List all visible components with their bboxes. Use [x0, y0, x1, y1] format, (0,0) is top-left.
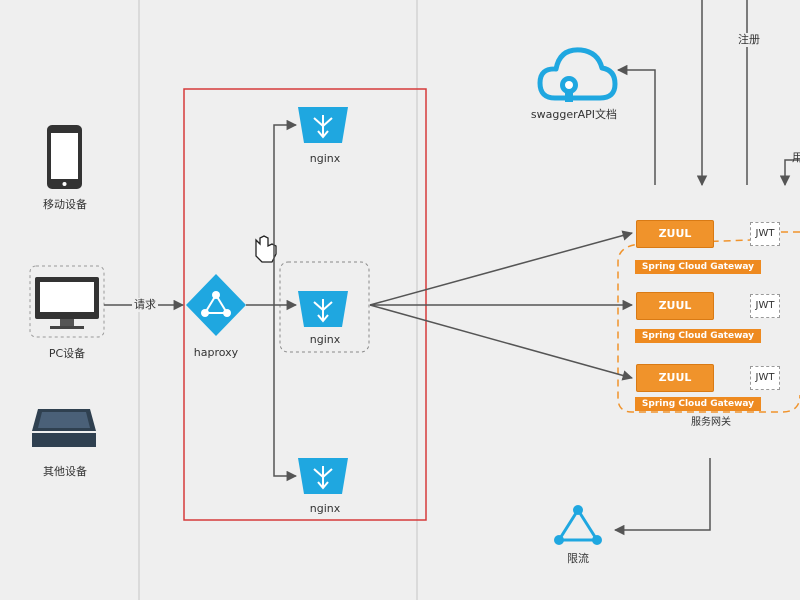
- zuul-node-3: ZUUL: [636, 364, 714, 392]
- gateway-group-label: 服务网关: [691, 417, 731, 428]
- nginx-router-icon: [298, 458, 348, 494]
- scanner-icon: [32, 409, 96, 447]
- edge-rate-limit: [613, 458, 711, 536]
- edge-right: [779, 159, 800, 187]
- edge-swagger: [616, 64, 656, 185]
- hand-cursor-icon: [255, 235, 277, 263]
- mobile-device-label: 移动设备: [43, 198, 87, 211]
- jwt-node-1: JWT: [750, 222, 780, 246]
- swagger-label: swaggerAPI文档: [530, 108, 618, 121]
- jwt-node-2: JWT: [750, 294, 780, 318]
- cloud-icon: [537, 47, 618, 102]
- zuul-node-2: ZUUL: [636, 292, 714, 320]
- nginx-label-bottom: nginx: [309, 502, 341, 515]
- nginx-label-top: nginx: [309, 152, 341, 165]
- truncated-edge-label: 用: [792, 151, 800, 164]
- nginx-router-icon: [298, 107, 348, 143]
- edge-haproxy-nginx-top: [273, 119, 298, 305]
- spring-cloud-gateway-3: Spring Cloud Gateway: [635, 397, 761, 411]
- nginx-router-icon: [298, 291, 348, 327]
- pc-group: [29, 265, 105, 338]
- smartphone-icon: [47, 125, 82, 189]
- load-balancer-icon: [186, 274, 246, 336]
- jwt-node-3: JWT: [750, 366, 780, 390]
- nginx-group: [279, 261, 370, 353]
- rate-limit-label: 限流: [567, 552, 589, 565]
- nginx-label-middle: nginx: [309, 333, 341, 346]
- request-edge-label: 请求: [132, 298, 158, 312]
- other-device-label: 其他设备: [43, 465, 87, 478]
- triangle-network-icon: [554, 505, 602, 545]
- edge-haproxy-nginx-bottom: [273, 305, 298, 482]
- pc-device-label: PC设备: [48, 347, 86, 360]
- edge-nginx-gw1: [369, 230, 634, 306]
- zuul-node-1: ZUUL: [636, 220, 714, 248]
- edge-nginx-gw3: [369, 304, 634, 381]
- register-edge-label: 注册: [736, 33, 762, 47]
- spring-cloud-gateway-1: Spring Cloud Gateway: [635, 260, 761, 274]
- desktop-monitor-icon: [35, 277, 99, 329]
- haproxy-label: haproxy: [193, 346, 239, 359]
- spring-cloud-gateway-2: Spring Cloud Gateway: [635, 329, 761, 343]
